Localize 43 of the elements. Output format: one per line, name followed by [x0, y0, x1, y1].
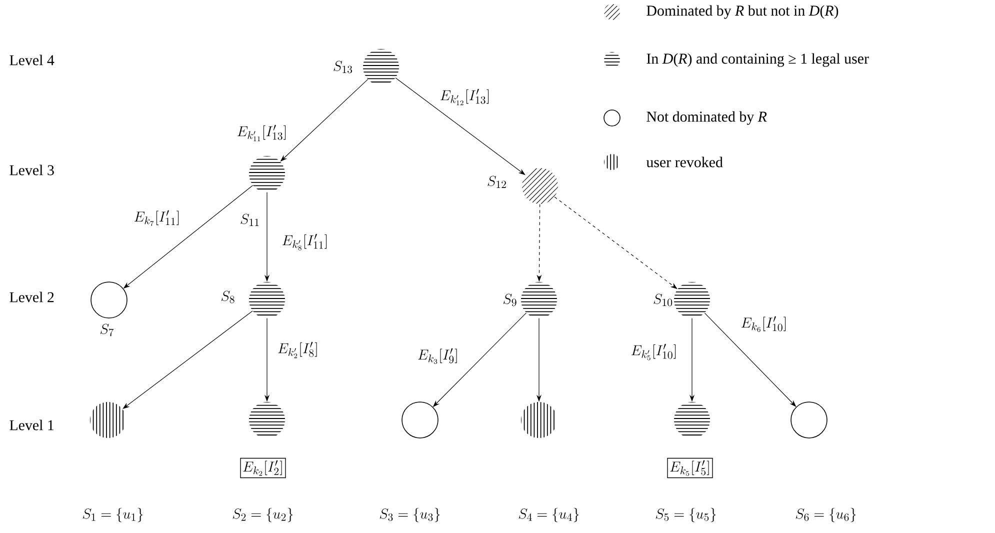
edge-label: $E_{k'_2}[I'_8]$	[276, 340, 320, 360]
set-label: $S_3 = \{u_3\}$	[380, 508, 440, 522]
set-label: $S_1 = \{u_1\}$	[82, 508, 143, 522]
level-label: Level 3	[10, 164, 54, 176]
node-label: $S_9$	[503, 294, 516, 306]
node-label: $S_{10}$	[654, 294, 672, 306]
formula-box: $E_{k_5}[I'_5]$	[667, 458, 713, 478]
legend-text: user revoked	[646, 156, 723, 168]
hatched-circle	[363, 49, 399, 82]
hatched-circle	[249, 282, 285, 316]
empty-circle	[790, 402, 828, 438]
hatched-circle	[521, 282, 557, 316]
set-label: $S_6 = \{u_6\}$	[796, 508, 856, 522]
level-label: Level 1	[10, 420, 54, 430]
set-label: $S_2 = \{u_2\}$	[232, 508, 293, 522]
hatched-circle	[90, 402, 124, 438]
edge-label: $E_{k_6}[I'_{10}]$	[740, 315, 788, 333]
edge-label: $E_{k'_8}[I'_{11}]$	[280, 232, 330, 252]
node-label: $S_{11}$	[240, 214, 259, 226]
edge-label: $E_{k'_5}[I'_{10}]$	[630, 342, 678, 362]
level-label: Level 2	[10, 292, 54, 302]
node-label: $S_8$	[221, 290, 234, 304]
hatched-circle	[674, 282, 710, 316]
edge-label: $E_{k_7}[I'_{11}]$	[132, 209, 182, 227]
legend-text: Dominated by R but not in D(R)	[646, 5, 838, 19]
node-label: $S_{13}$	[334, 60, 352, 74]
empty-circle	[402, 402, 438, 438]
node-label: $S_7$	[100, 324, 114, 336]
level-label: Level 4	[10, 54, 54, 66]
hatched-circle	[249, 402, 285, 436]
hatched-circle	[521, 402, 554, 438]
legend-text: Not dominated by R	[646, 111, 767, 125]
formula-box: $E_{k_2}[I'_2]$	[240, 458, 286, 478]
legend-text: In D(R) and containing ≥ 1 legal user	[646, 53, 869, 67]
edge-label: $E_{k'_{12}}[I'_{13}]$	[438, 88, 492, 106]
set-label: $S_5 = \{u_5\}$	[656, 508, 716, 522]
edge-label: $E_{k'_{11}}[I'_{13}]$	[236, 124, 288, 142]
set-label: $S_4 = \{u_4\}$	[518, 508, 579, 522]
node-label: $S_{12}$	[488, 176, 506, 188]
edge-label: $E_{k_3}[I'_9]$	[416, 347, 460, 365]
hatched-circle	[249, 156, 285, 190]
hatched-circle	[674, 402, 710, 436]
empty-circle	[90, 282, 128, 318]
